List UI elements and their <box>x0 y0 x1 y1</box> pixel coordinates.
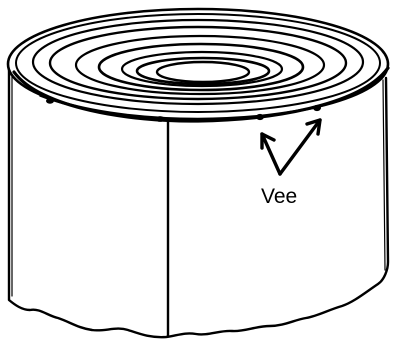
lid-rim-curl <box>12 66 390 123</box>
lid-center-panel <box>155 60 251 84</box>
vee-notches <box>46 98 321 122</box>
vee-notch-callout-2 <box>313 104 321 112</box>
vee-notch-left <box>46 98 54 104</box>
lid-ring-1 <box>31 18 365 106</box>
arrow-right-shaft <box>278 118 322 176</box>
lid-ring-6 <box>135 56 271 86</box>
arrow-left-shaft <box>260 132 282 176</box>
vee-notch-callout-1 <box>256 113 264 121</box>
lid-ring-5 <box>120 50 284 88</box>
vee-notch-center <box>155 116 165 122</box>
lid-ring-2 <box>48 25 348 101</box>
can-body <box>7 60 390 339</box>
lid-ring-4 <box>97 42 305 92</box>
lid-ring-3 <box>74 34 326 96</box>
can-seams <box>11 63 386 338</box>
can-right-edge-shadow <box>382 79 386 271</box>
can-body-outline <box>7 60 390 339</box>
arrow-right-head <box>305 118 322 136</box>
arrow-left-head <box>260 132 276 150</box>
can-lid <box>6 7 390 123</box>
lid-rim-inner-edge <box>15 13 381 113</box>
vee-label: Vee <box>261 185 297 208</box>
vee-callout-arrows <box>260 118 322 176</box>
